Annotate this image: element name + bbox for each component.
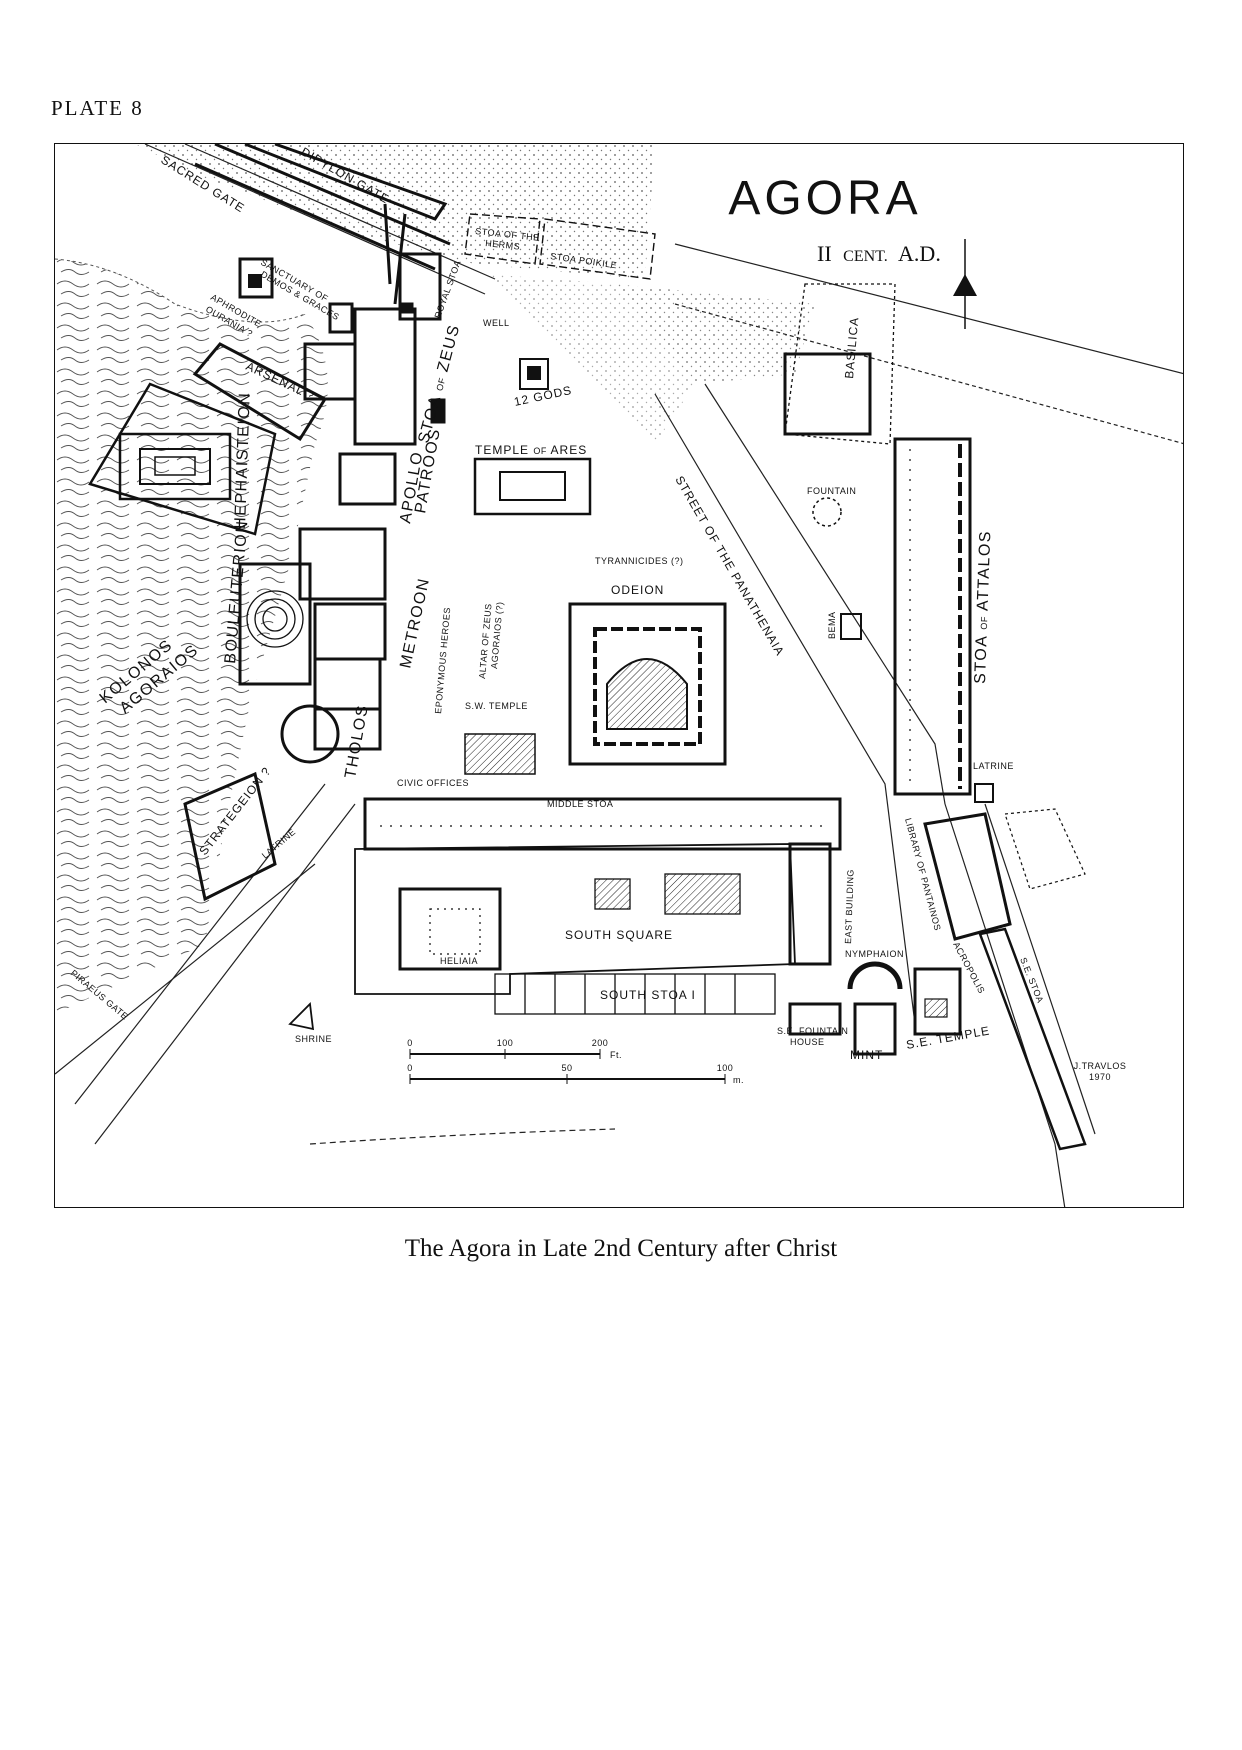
scale-m-unit: m. [733,1075,744,1085]
map-canvas: AGORA II CENT. A.D. SACRED GATE DIPYLON … [55,144,1183,1207]
label-heliaia: HELIAIA [440,956,478,966]
label-stoa-of-zeus: STOA OF ZEUS [415,322,463,445]
hephaisteion-precinct [88,382,277,536]
latrine-east-structure [974,783,994,803]
scale-feet-tick-100: 100 [497,1038,514,1048]
basilica-building [783,283,896,445]
scale-m-tick-0: 0 [407,1063,413,1073]
scale-m-tick-100: 100 [717,1063,734,1073]
stoa-of-attalos-building [893,437,972,796]
label-basilica: BASILICA [842,316,861,379]
label-se-stoa: S.E. STOA [1018,956,1045,1005]
scale-bar-feet: 0 100 200 Ft. [407,1038,622,1060]
figure-caption: The Agora in Late 2nd Century after Chri… [404,1235,838,1262]
map-subtitle-century: II CENT. A.D. [817,241,941,266]
label-south-square: SOUTH SQUARE [565,928,673,942]
fountain-structure [812,497,842,527]
kolonos-hill [55,258,328,1014]
tholos-building [280,704,340,764]
sacred-gate-walls [194,144,451,305]
label-royal-stoa: ROYAL STOA [432,259,462,320]
label-tyrannicides: TYRANNICIDES (?) [595,556,684,566]
agora-map: AGORA II CENT. A.D. SACRED GATE DIPYLON … [54,143,1184,1208]
label-civic-offices: CIVIC OFFICES [397,778,469,788]
strategeion-building [183,771,277,902]
scale-feet-tick-200: 200 [592,1038,609,1048]
label-sw-temple: S.W. TEMPLE [465,701,528,711]
temple-of-ares [473,457,592,516]
scale-feet-tick-0: 0 [407,1038,413,1048]
scale-m-tick-50: 50 [561,1063,572,1073]
label-bema: BEMA [827,611,837,639]
sw-temple-building [464,733,536,775]
southeast-buildings [788,961,962,1056]
label-se-temple: S.E. TEMPLE [905,1023,991,1052]
sanctuary-of-aphrodite [238,257,274,299]
map-title: AGORA [728,172,921,225]
bema-structure [840,613,862,640]
bouleuterion-seats [246,590,304,648]
label-mint: MINT [850,1048,883,1062]
label-latrine-east: LATRINE [973,761,1014,771]
label-nymphaion: NYMPHAION [845,949,904,959]
odeion-building [568,602,727,766]
label-se-fountain-1: S.E. FOUNTAIN [777,1026,848,1036]
stoa-poikile-outline [464,213,656,280]
label-well: WELL [483,318,510,328]
shrine-structure [288,1002,315,1031]
east-building-structure [788,842,832,966]
western-buildings [238,252,446,751]
label-east-building: EAST BUILDING [843,869,856,944]
label-odeion: ODEION [611,583,664,597]
label-temple-of-ares: TEMPLE OF ARES [475,443,587,457]
label-shrine: SHRINE [295,1034,332,1044]
library-of-pantainos [923,808,1086,941]
label-fountain: FOUNTAIN [807,486,856,496]
label-south-stoa: SOUTH STOA I [600,988,696,1002]
label-street-panathenaia: STREET OF THE PANATHENAIA [672,474,787,659]
roads [55,144,1183,1207]
label-middle-stoa: MIDDLE STOA [547,799,613,809]
label-twelve-gods: 12 GODS [513,383,574,409]
altar-twelve-gods [519,358,549,390]
credit-name: J.TRAVLOS [1074,1061,1127,1071]
altar-core [527,366,541,380]
heliaia-building [398,887,502,971]
label-se-fountain-2: HOUSE [790,1037,825,1047]
label-herms: HERMS [485,238,521,252]
scale-bar-meters: 0 50 100 m. [407,1063,744,1085]
plate-label: PLATE 8 [51,96,144,120]
label-tholos: THOLOS [342,703,372,780]
south-square [354,843,796,995]
se-stoa-building [978,927,1087,1151]
credit-year: 1970 [1089,1072,1111,1082]
label-hephaisteion: HEPHAISTEION [232,391,254,529]
sanctuary-altar [248,274,262,288]
north-arrow [953,239,977,329]
label-metroon: METROON [397,576,433,670]
dotted-ground [135,144,815,444]
middle-stoa-building [363,797,842,851]
label-stoa-of-attalos: STOA OF ATTALOS [972,530,994,684]
scale-feet-unit: Ft. [610,1050,622,1060]
label-eponymous-heroes: EPONYMOUS HEROES [433,607,452,714]
label-latrine-west: LATRINE [260,827,298,861]
south-stoa-rooms [494,973,776,1015]
